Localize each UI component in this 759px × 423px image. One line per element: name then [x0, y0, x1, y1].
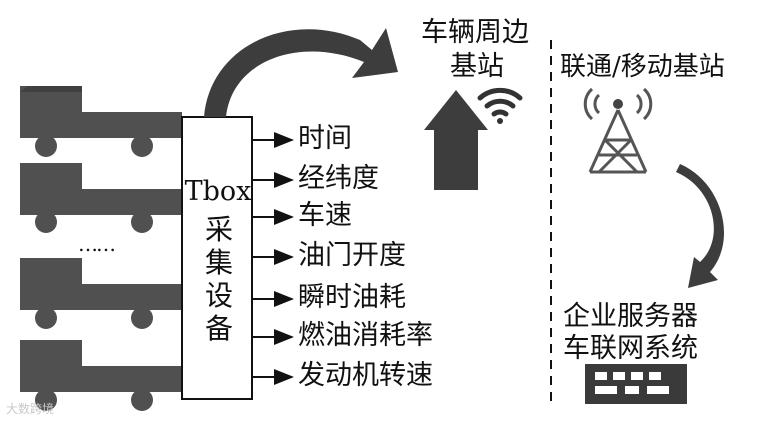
server-label-1: 企业服务器 [563, 301, 698, 332]
tbox-subtitle: 采 集 设 备 [186, 213, 252, 345]
param-time: 时间 [298, 123, 352, 154]
carrier-station-label: 联通/移动基站 [560, 52, 725, 82]
tbox-box [181, 116, 253, 400]
truck-icon [20, 86, 182, 157]
radio-tower-icon [583, 87, 653, 174]
base-station-label-1: 车辆周边 [421, 17, 529, 48]
up-arrow-icon [424, 90, 488, 190]
parameter-arrows [252, 132, 294, 385]
base-station-label-2: 基站 [450, 51, 504, 82]
param-instant-fuel: 瞬时油耗 [298, 282, 406, 313]
tbox-char: 采 [204, 213, 233, 246]
param-fuel-rate: 燃油消耗率 [298, 320, 433, 351]
param-speed: 车速 [298, 200, 352, 231]
tbox-char: 设 [204, 279, 233, 312]
server-label-2: 车联网系统 [563, 333, 698, 364]
ellipsis-label: …… [78, 232, 116, 256]
param-engine-rpm: 发动机转速 [298, 360, 433, 391]
tbox-title: Tbox [184, 176, 252, 207]
watermark: 大数跨境 [6, 402, 55, 416]
curved-arrow-icon [676, 164, 725, 288]
tbox-char: 集 [204, 246, 233, 279]
truck-icon [20, 258, 182, 329]
tbox-char: 备 [204, 312, 233, 345]
param-latlong: 经纬度 [298, 163, 379, 194]
param-throttle: 油门开度 [298, 240, 406, 271]
truck-icon [20, 340, 182, 411]
wifi-icon [477, 87, 523, 124]
server-rack-icon [585, 364, 687, 404]
truck-icon [20, 163, 182, 233]
curved-arrow-icon [204, 28, 398, 117]
